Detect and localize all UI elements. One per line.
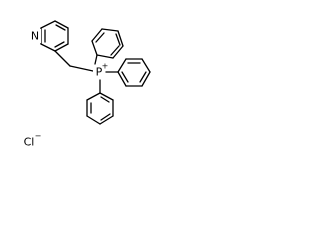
phenyl-ring-right <box>105 58 151 87</box>
phosphorus-charge-label: + <box>102 62 109 71</box>
chloride-ion-label: Cl <box>24 136 35 149</box>
pyridine-ring <box>40 20 69 52</box>
chemical-structure: N P + Cl − <box>24 20 151 149</box>
nitrogen-atom-label: N <box>31 30 39 43</box>
phenyl-ring-top <box>91 28 124 65</box>
phenyl-ring-bottom <box>86 79 114 125</box>
phosphorus-atom-label: P <box>96 66 103 79</box>
methylene-linker <box>54 50 94 72</box>
chloride-charge-label: − <box>35 132 42 141</box>
phosphorus-label-background <box>93 65 105 79</box>
nitrogen-label-background <box>30 29 41 43</box>
